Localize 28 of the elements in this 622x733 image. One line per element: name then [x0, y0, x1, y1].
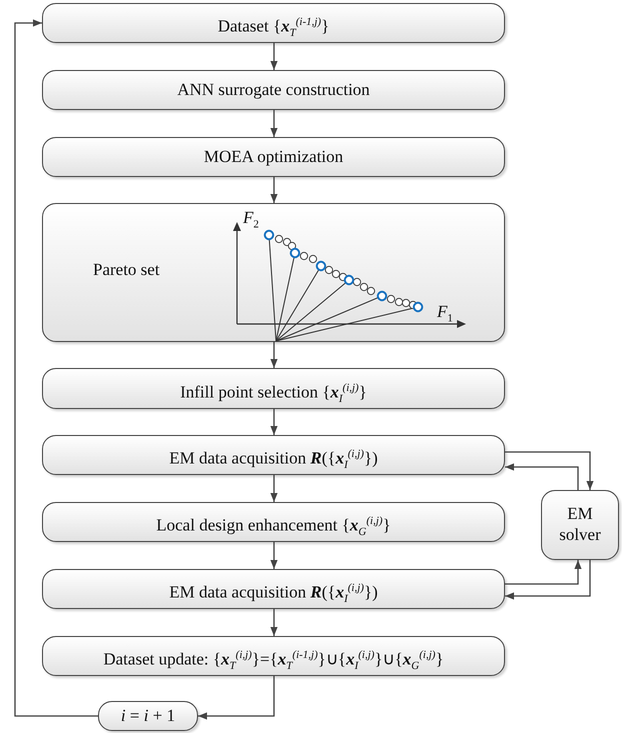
process-box: Local design enhancement {x$_{G}$$^{(i,j)}$} [42, 502, 505, 542]
axis-label: F$_{1}$ [437, 302, 453, 324]
arrow [198, 676, 275, 720]
group-panel [42, 203, 505, 342]
process-box: EM data acquisition R({x$_{I}$$^{(i,j)}$}) [42, 569, 505, 609]
process-box: EM data acquisition R({x$_{I}$$^{(i,j)}$}) [42, 435, 505, 475]
arrow [270, 542, 278, 569]
arrow [505, 560, 591, 600]
arrow [505, 560, 582, 585]
process-box: MOEA optimization [42, 137, 505, 177]
arrow [270, 409, 278, 435]
arrow [270, 177, 278, 203]
solver-box: EM solver [541, 490, 619, 560]
arrow [270, 475, 278, 502]
arrow [270, 342, 278, 368]
panel-heading: Pareto set [93, 260, 160, 280]
arrow [14, 19, 98, 717]
arrow [505, 451, 594, 490]
arrow [270, 110, 278, 137]
arrow [505, 463, 579, 490]
axis-label: F$_{2}$ [243, 208, 259, 230]
process-box: Dataset {x$_{T}$$^{(i-1,j)}$} [42, 3, 505, 43]
counter-box: i = i + 1 [98, 701, 198, 731]
arrow [270, 609, 278, 636]
process-box: Infill point selection {x$_{I}$$^{(i,j)}$} [42, 368, 505, 409]
process-box: Dataset update: {x$_{T}$$^{(i,j)}$}={x$_{T}$$^{(i-1,j)}$}∪{x$_{I}$$^{(i,j)}$}∪{x$_{G}$$^{(i,j)}$} [42, 636, 505, 676]
arrow [270, 43, 278, 70]
process-box: ANN surrogate construction [42, 70, 505, 110]
